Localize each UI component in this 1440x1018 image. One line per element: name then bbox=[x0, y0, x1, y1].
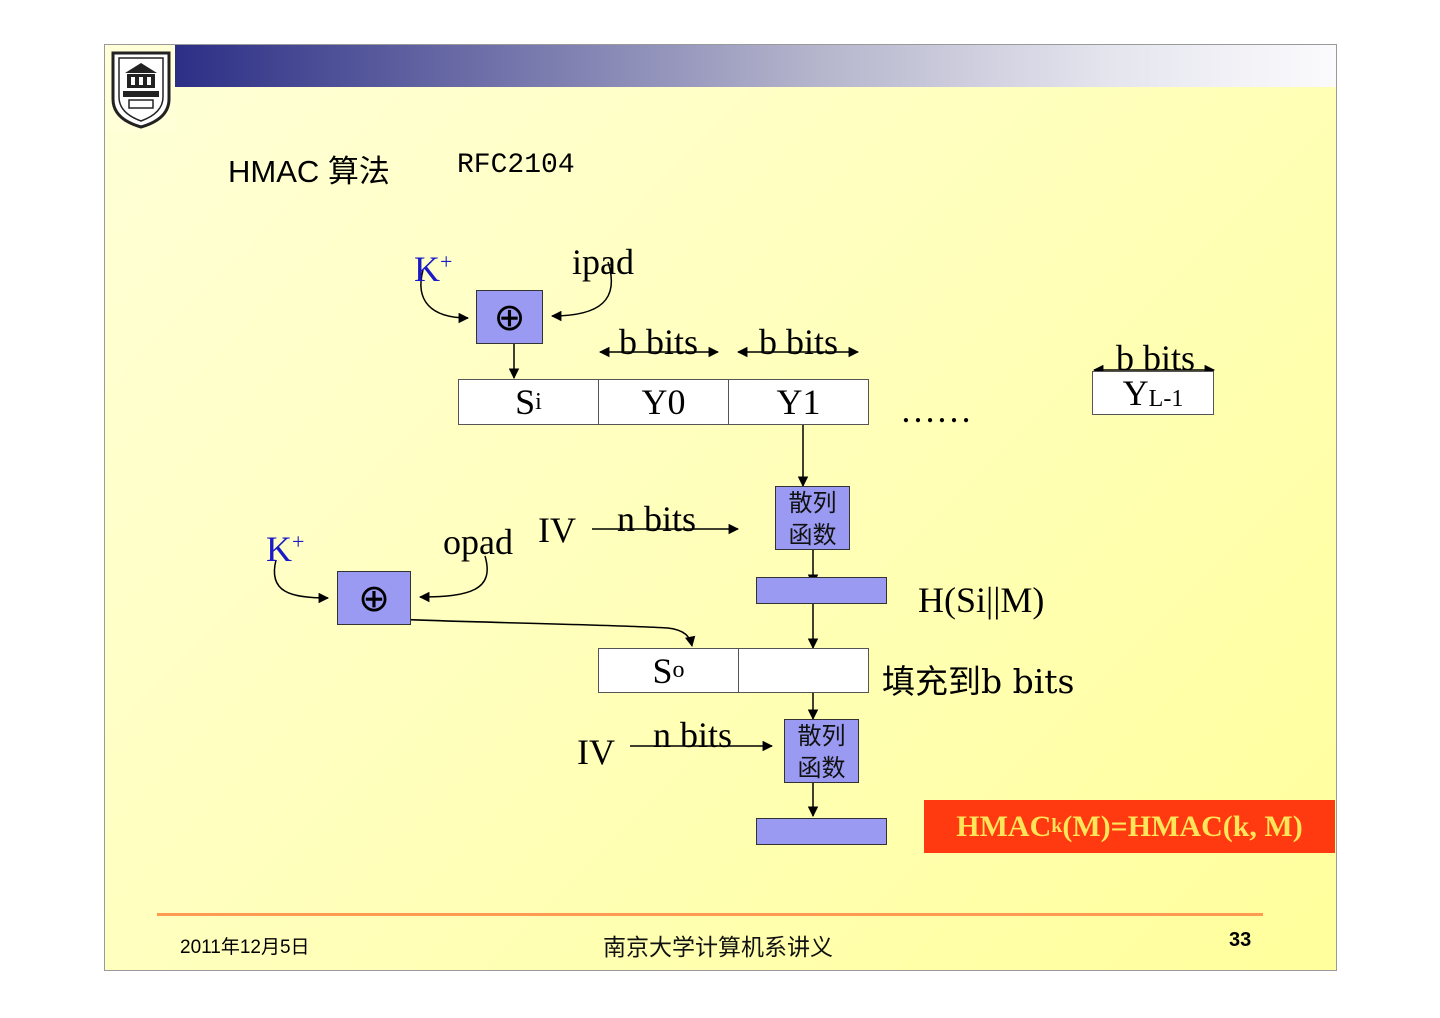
block-y0: Y0 bbox=[598, 379, 729, 425]
page-number: 33 bbox=[1229, 929, 1252, 951]
k-plus-label-1: K+ bbox=[414, 249, 453, 289]
rfc-label: RFC2104 bbox=[457, 150, 575, 181]
xor2-to-so-arrow bbox=[369, 617, 696, 648]
block-y1: Y1 bbox=[728, 379, 869, 425]
iv-label-2: IV bbox=[577, 732, 615, 772]
xor2-icon: ⊕ bbox=[337, 571, 411, 625]
hmac-output-block bbox=[756, 818, 887, 845]
university-seal-logo bbox=[107, 47, 175, 131]
ipad-to-xor1-arrow bbox=[550, 261, 613, 322]
title-gradient-bar bbox=[175, 45, 1336, 87]
ellipsis: …… bbox=[900, 390, 972, 430]
k-plus-label-2: K+ bbox=[266, 529, 305, 569]
pad-to-b-bits-label: 填充到b bits bbox=[882, 662, 1075, 701]
footer-divider bbox=[157, 913, 1263, 916]
slide-title: HMAC 算法 bbox=[228, 154, 390, 189]
footer-date: 2011年12月5日 bbox=[180, 937, 310, 958]
k-plus-to-xor1-arrow bbox=[420, 269, 470, 324]
block-padded-hash bbox=[738, 648, 869, 693]
hash-function-box-1: 散列函数 bbox=[775, 486, 850, 550]
bits-label-1: b bits bbox=[619, 322, 699, 362]
opad-label: opad bbox=[443, 522, 513, 562]
opad-to-xor2-arrow bbox=[418, 555, 488, 603]
slide-background bbox=[104, 44, 1337, 971]
hash-output-block-1 bbox=[756, 577, 887, 604]
hash-output-label: H(Si||M) bbox=[918, 580, 1045, 620]
footer-course-title: 南京大学计算机系讲义 bbox=[603, 935, 833, 961]
n-bits-label-2: n bits bbox=[653, 715, 733, 755]
n-bits-label-1: n bits bbox=[617, 499, 697, 539]
xor1-icon: ⊕ bbox=[476, 290, 543, 344]
bits-label-2: b bits bbox=[759, 322, 839, 362]
k-plus-2-to-xor2-arrow bbox=[273, 559, 330, 604]
hash-function-box-2: 散列函数 bbox=[784, 719, 859, 783]
iv-label-1: IV bbox=[538, 510, 576, 550]
ipad-label: ipad bbox=[572, 242, 634, 282]
